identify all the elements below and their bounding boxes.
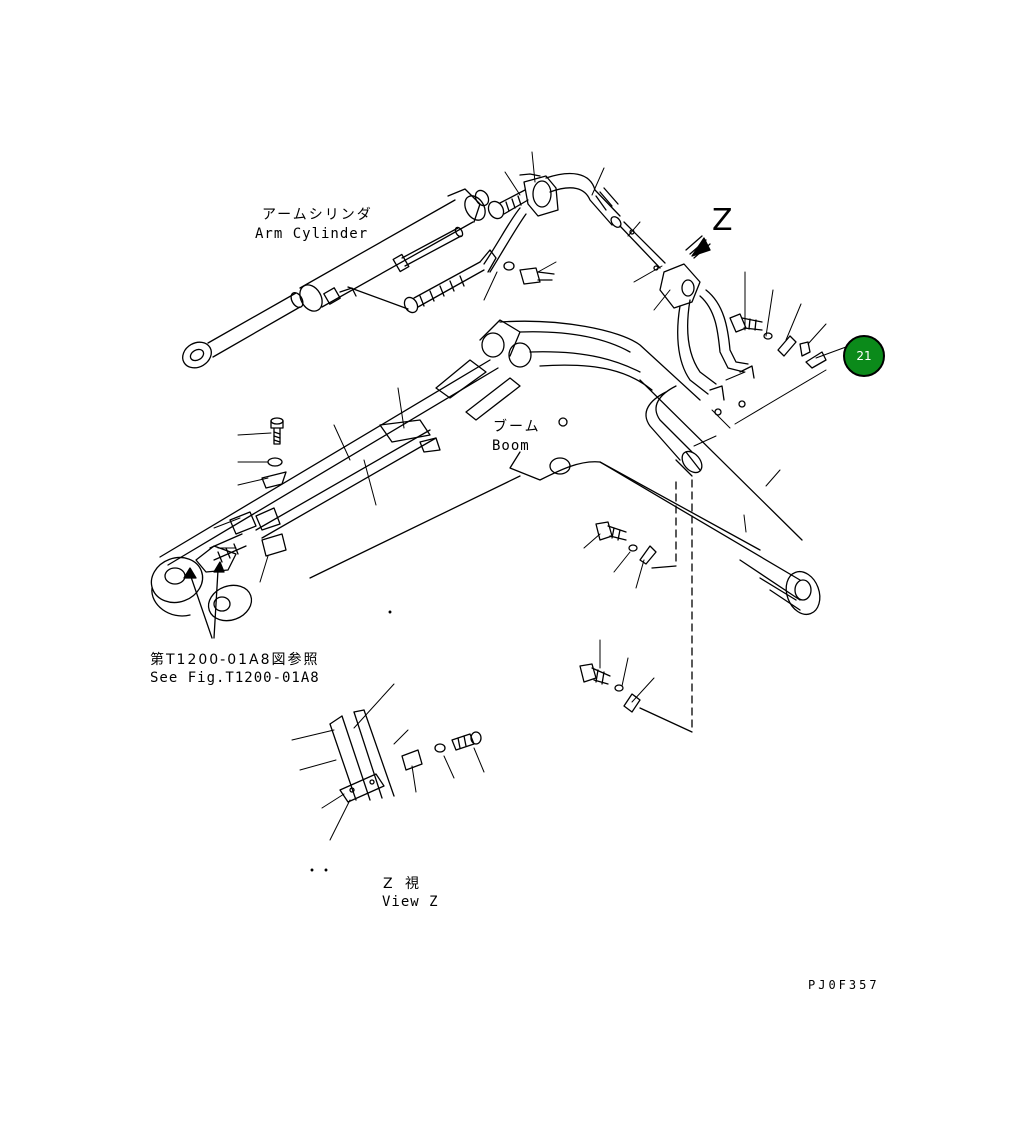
- boom-drawing: [150, 319, 821, 622]
- view-z-detail: [329, 709, 482, 803]
- arm-cylinder-label-jp: アームシリンダ: [262, 207, 373, 223]
- view-z-label-jp: Z 視: [383, 876, 424, 892]
- part-callout-21[interactable]: 21: [843, 335, 885, 377]
- hardware-parts: [270, 261, 827, 733]
- view-z-marker: Z: [712, 203, 733, 238]
- arm-cylinder-drawing: [182, 188, 490, 369]
- view-z-label: View Z: [382, 894, 439, 910]
- drawing-code: PJ0F357: [808, 978, 880, 992]
- leader-lines: [213, 151, 866, 841]
- figure-reference-jp: 第T1200-01A8図参照: [150, 652, 320, 668]
- arm-cylinder-label: Arm Cylinder: [255, 226, 369, 242]
- reference-arrows: [183, 235, 711, 639]
- boom-label-jp: ブーム: [493, 419, 541, 435]
- figure-reference: See Fig.T1200-01A8: [150, 670, 320, 686]
- hose-assembly: [403, 172, 755, 477]
- callout-number: 21: [856, 349, 872, 363]
- boom-label: Boom: [492, 438, 530, 454]
